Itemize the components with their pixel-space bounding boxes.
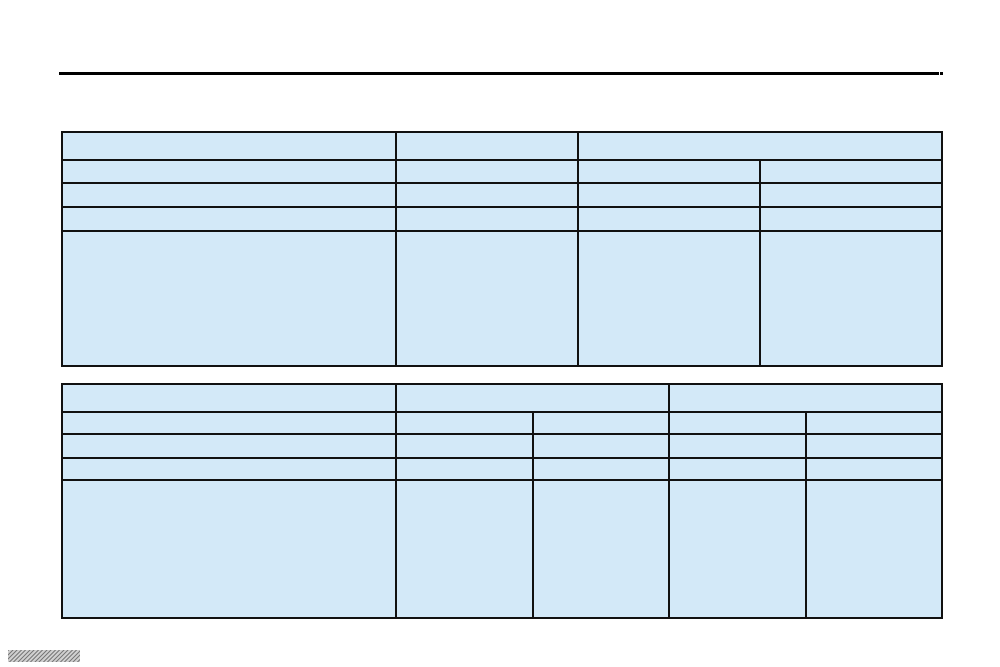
table-row	[61, 230, 943, 367]
table-cell	[61, 383, 397, 413]
table-cell	[61, 411, 397, 435]
table-cell	[805, 479, 943, 619]
table-cell	[395, 230, 579, 367]
table-cell	[759, 230, 943, 367]
table-cell	[532, 457, 670, 481]
table-row	[61, 131, 943, 161]
table-row	[61, 159, 943, 184]
table-cell	[395, 131, 579, 161]
table-cell	[395, 479, 534, 619]
table-cell	[395, 182, 579, 208]
table-row	[61, 479, 943, 619]
table-cell	[577, 230, 761, 367]
table-cell	[577, 206, 761, 232]
table-cell	[759, 206, 943, 232]
table-cell	[395, 411, 534, 435]
table-cell	[805, 457, 943, 481]
table-cell	[532, 479, 670, 619]
table-cell	[61, 182, 397, 208]
table-cell	[668, 457, 807, 481]
table-cell	[61, 457, 397, 481]
table-cell	[668, 383, 943, 413]
table-cell	[805, 411, 943, 435]
table-cell	[759, 159, 943, 184]
data-table-1	[61, 131, 943, 367]
table-cell	[395, 383, 670, 413]
table-cell	[61, 206, 397, 232]
table-cell	[395, 159, 579, 184]
table-cell	[668, 479, 807, 619]
table-cell	[61, 433, 397, 459]
header-rule-end-mark	[940, 72, 943, 75]
table-cell	[395, 457, 534, 481]
table-cell	[61, 479, 397, 619]
table-cell	[395, 206, 579, 232]
table-row	[61, 457, 943, 481]
table-row	[61, 433, 943, 459]
table-row	[61, 383, 943, 413]
table-cell	[395, 433, 534, 459]
data-table-2	[61, 383, 943, 619]
header-rule	[59, 72, 939, 75]
table-cell	[805, 433, 943, 459]
footer-logo	[8, 650, 80, 662]
table-row	[61, 182, 943, 208]
table-cell	[577, 131, 943, 161]
table-cell	[759, 182, 943, 208]
table-cell	[668, 411, 807, 435]
table-row	[61, 206, 943, 232]
table-cell	[532, 433, 670, 459]
table-cell	[532, 411, 670, 435]
table-cell	[577, 182, 761, 208]
table-cell	[668, 433, 807, 459]
table-cell	[61, 230, 397, 367]
table-cell	[61, 131, 397, 161]
table-cell	[61, 159, 397, 184]
table-cell	[577, 159, 761, 184]
table-row	[61, 411, 943, 435]
